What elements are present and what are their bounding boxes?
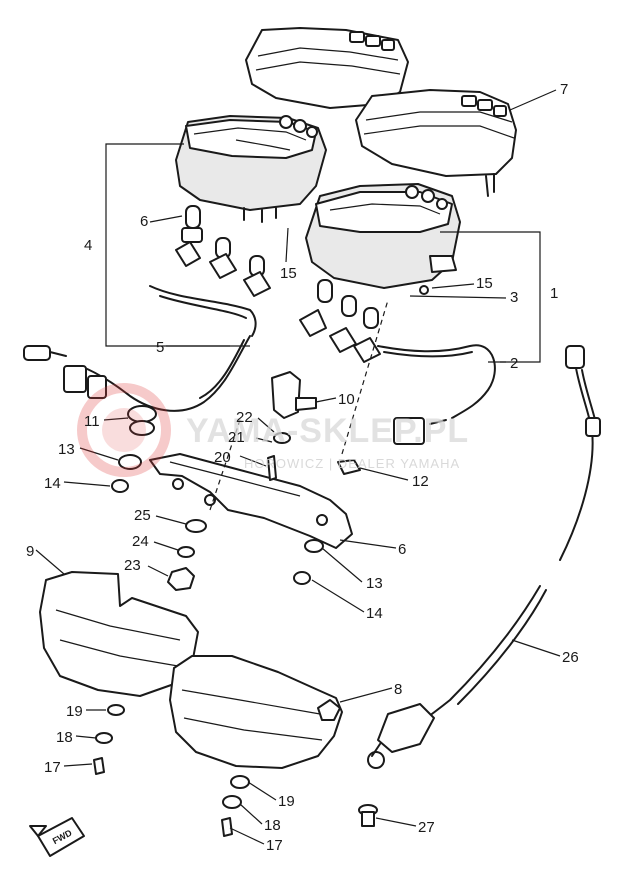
tachometer-assembly [305,183,461,295]
callout-labels: 7 4 6 15 15 3 1 2 5 10 11 22 21 13 20 12… [26,81,579,854]
group-bracket-1 [440,231,541,363]
callout-6: 6 [140,213,148,230]
washer-stack-center [267,432,361,585]
callout-20: 20 [214,449,231,466]
callout-14a: 14 [44,475,61,492]
callout-19a: 19 [66,703,83,720]
watermark: YAMA-SKLEP.PL HOROWICZ | DEALER YAMAHA [77,383,469,477]
meter-cable-upper [559,345,601,561]
callout-17b: 17 [266,837,283,854]
callout-25: 25 [134,507,151,524]
callout-15b: 15 [476,275,493,292]
callout-18b: 18 [264,817,281,834]
meter-bracket [149,453,353,549]
callout-13b: 13 [366,575,383,592]
callout-2: 2 [510,355,518,372]
callout-18a: 18 [56,729,73,746]
callout-21: 21 [228,429,245,446]
callout-10: 10 [338,391,355,408]
callout-24: 24 [132,533,149,550]
callout-13a: 13 [58,441,75,458]
watermark-main-text: YAMA-SKLEP.PL [186,412,469,450]
lower-cover-right [169,655,343,769]
lower-cover-left [39,571,199,697]
speedometer-assembly [175,115,327,223]
callout-11: 11 [84,413,100,430]
callout-4: 4 [84,237,92,254]
cushion-bracket [271,371,317,419]
callout-12: 12 [412,473,429,490]
callout-5: 5 [156,339,164,356]
hardware-lower-center [221,775,250,837]
callout-6b: 6 [398,541,406,558]
callout-7: 7 [560,81,568,98]
callout-23: 23 [124,557,141,574]
callout-14b: 14 [366,605,383,622]
watermark-logo-ring [77,383,171,477]
watermark-sub-text: HOROWICZ | DEALER YAMAHA [244,456,460,471]
callout-22: 22 [236,409,253,426]
watermark-logo-core [102,408,146,452]
callout-1: 1 [550,285,558,302]
meter-cable-lower [367,585,547,769]
callout-26: 26 [562,649,579,666]
callout-3: 3 [510,289,518,306]
callout-17a: 17 [44,759,61,776]
assembly-line-2 [209,419,241,511]
left-grommets [111,405,157,493]
callout-9: 9 [26,543,34,560]
meter-wire-harness [23,285,257,412]
meter-cover-left [245,27,409,109]
left-bulb-sockets [175,205,271,297]
callout-19b: 19 [278,793,295,810]
fwd-arrow-mark: FWD [29,817,85,857]
screw-27 [358,804,378,827]
callout-15a: 15 [280,265,297,282]
callout-8: 8 [394,681,402,698]
right-bulb-sockets [299,279,496,445]
hardware-lower-left [93,704,125,775]
leader-lines [35,89,561,845]
washer-stack-left [167,519,207,591]
meter-cover-right [355,89,517,197]
callout-27: 27 [418,819,435,836]
